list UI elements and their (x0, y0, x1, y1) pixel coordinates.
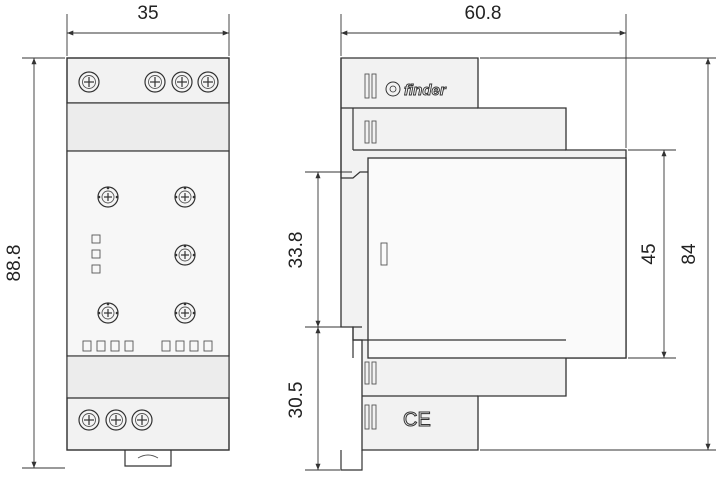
din-foot (340, 450, 363, 471)
terminal-screw-icon (78, 71, 100, 93)
finder-logo: finder (385, 81, 447, 99)
brand-text: finder (404, 82, 447, 99)
rail-height-label: 33.8 (286, 232, 307, 269)
terminal-screw-icon (144, 71, 166, 93)
rail-clip-lower (352, 326, 362, 340)
din-clip (124, 450, 172, 467)
terminal-slot (371, 361, 377, 385)
dip-switches-left (82, 340, 134, 352)
side-width-label: 60.8 (465, 3, 502, 24)
adjustment-knob-icon (174, 244, 196, 266)
side-width-dimension: 60.8 (340, 3, 627, 148)
front-bottom-terminal-block (66, 397, 230, 451)
rail-height-dimension: 33.8 (286, 171, 352, 328)
side-view: finder CE (340, 57, 627, 471)
front-height-label: 88.8 (4, 245, 25, 282)
front-view (66, 57, 230, 467)
ce-marking: CE (403, 409, 431, 431)
lower-offset-dimension: 30.5 (286, 327, 340, 471)
front-cover-height-label: 45 (639, 243, 660, 264)
adjustment-knob-icon (97, 186, 119, 208)
terminal-screw-icon (105, 409, 127, 431)
front-top-band (66, 102, 230, 152)
terminal-slot (364, 120, 370, 144)
front-height-dimension: 88.8 (4, 57, 65, 469)
front-width-dimension: 35 (66, 3, 230, 56)
terminal-slot (364, 73, 370, 99)
side-front-cover (367, 157, 627, 359)
dip-switches-right (161, 340, 213, 352)
adjustment-knob-icon (174, 302, 196, 324)
front-width-label: 35 (137, 3, 158, 24)
side-height-label: 84 (679, 243, 700, 265)
front-bottom-band (66, 355, 230, 399)
adjustment-knob-icon (97, 302, 119, 324)
terminal-slot (371, 120, 377, 144)
terminal-slot (371, 73, 377, 99)
led-indicators (91, 234, 101, 274)
front-cover-height-dimension: 45 (628, 149, 676, 359)
terminal-screw-icon (131, 409, 153, 431)
cover-latch (380, 242, 388, 266)
terminal-slot (364, 361, 370, 385)
terminal-screw-icon (78, 409, 100, 431)
side-height-dimension: 84 (480, 57, 716, 451)
terminal-screw-icon (197, 71, 219, 93)
terminal-slot (364, 404, 370, 430)
adjustment-knob-icon (174, 186, 196, 208)
rail-clip-upper (340, 58, 368, 179)
terminal-slot (371, 404, 377, 430)
terminal-screw-icon (171, 71, 193, 93)
front-cover (66, 150, 230, 357)
lower-offset-label: 30.5 (286, 382, 307, 419)
